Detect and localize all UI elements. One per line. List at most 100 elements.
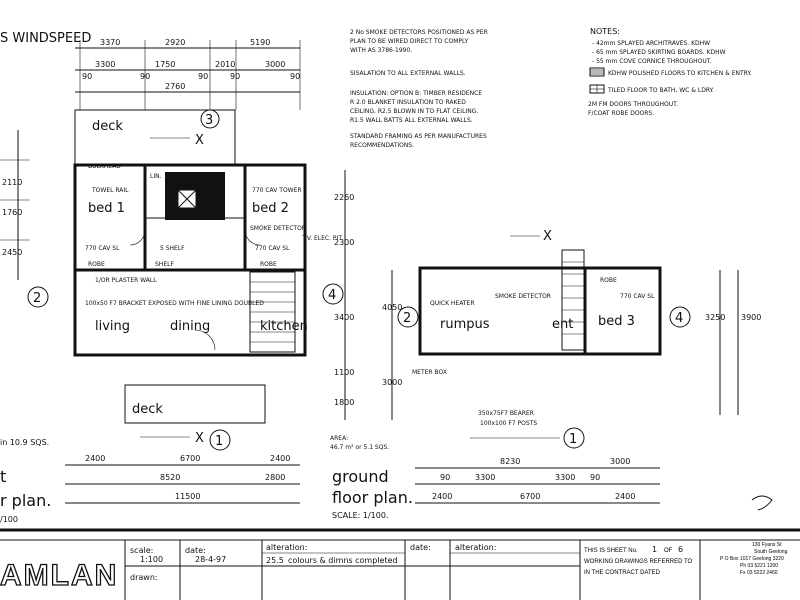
- note-insul-3: CEILING. R2.5 BLOWN IN TO FLAT CEILING.: [350, 108, 478, 115]
- note-smoke-det: SMOKE DETECTOR: [250, 225, 306, 232]
- room-deck-bottom: deck: [132, 402, 163, 417]
- dim-row3-1: 90: [82, 72, 92, 81]
- note-cav-tower: 770 CAV TOWER: [252, 187, 302, 194]
- gf-dim-left-2: 3000: [382, 378, 402, 387]
- dim-row2-4: 3000: [265, 60, 285, 69]
- note-smoke-2: PLAN TO BE WIRED DIRECT TO COMPLY: [350, 38, 469, 45]
- room-deck-top: deck: [92, 119, 123, 134]
- note-robe2: ROBE: [260, 261, 277, 268]
- grid-circle-4: 4: [328, 288, 336, 303]
- gf-dim-bottom-3: 2400: [615, 492, 635, 501]
- dim-bottom-1: 2400: [85, 454, 105, 463]
- room-dining: dining: [170, 319, 210, 334]
- dim-left-3: 2450: [2, 248, 22, 257]
- room-kitchen: kitchen: [260, 319, 308, 334]
- note-framing-1: STANDARD FRAMING AS PER MANUFACTURES: [350, 133, 487, 140]
- dim-top-2: 2920: [165, 38, 185, 47]
- tb-sheet-total: 6: [678, 545, 683, 554]
- gf-dim-bottom-2: 6700: [520, 492, 540, 501]
- gf-x-marker: X: [543, 229, 552, 244]
- grid-circle-1: 1: [215, 434, 223, 449]
- dim-bottom-3: 2400: [270, 454, 290, 463]
- gf-bearers: 350x75F7 BEARER: [478, 410, 534, 417]
- dim-right-2: 2300: [334, 238, 354, 247]
- gf-dim-right-1: 3250: [705, 313, 725, 322]
- note-insul-4: R1.5 WALL BATTS ALL EXTERNAL WALLS.: [350, 117, 473, 124]
- room-bed3: bed 3: [598, 314, 635, 329]
- dim-row2-2: 1750: [155, 60, 175, 69]
- room-ent: ent: [552, 317, 573, 332]
- ground-floor-plan: X rumpus ent bed 3 QUICK HEATER SMOKE DE…: [330, 229, 773, 520]
- tb-drawn-label: drawn:: [130, 573, 158, 582]
- left-circle-2: 2: [33, 291, 41, 306]
- note-doors-2: F/COAT ROBE DOORS.: [588, 110, 654, 117]
- signature-mark: [751, 495, 773, 511]
- tb-alteration-label-2: alteration:: [455, 543, 496, 552]
- legend-tiled: TILED FLOOR TO BATH, WC & LDRY.: [607, 87, 714, 94]
- dim-right-4: 1100: [334, 368, 354, 377]
- dim-bottom-4: 8520: [160, 473, 180, 482]
- tb-date-label-2: date:: [410, 543, 431, 552]
- gf-area-label: AREA:: [330, 435, 348, 442]
- dim-row3-5: 90: [290, 72, 300, 81]
- gf-grid-circle-2: 2: [403, 311, 411, 326]
- tb-alt-text: colours & dimns completed: [288, 556, 398, 565]
- gf-grid-circle-1: 1: [569, 432, 577, 447]
- dim-bottom-5: 2800: [265, 473, 285, 482]
- dim-bottom-2: 6700: [180, 454, 200, 463]
- grid-circle-3: 3: [205, 113, 213, 128]
- notes-heading: NOTES:: [590, 27, 620, 36]
- gf-dim-mid-2: 3300: [475, 473, 495, 482]
- note-cav-sl: 770 CAV SL: [85, 245, 120, 252]
- room-bed2: bed 2: [252, 201, 289, 216]
- gf-robe: ROBE: [600, 277, 617, 284]
- tb-address-5: Fx 03 5222 2460: [740, 570, 778, 576]
- dim-left-2: 1760: [2, 208, 22, 217]
- note-bracket: 100x50 F7 BRACKET EXPOSED WITH FINE LINI…: [85, 300, 264, 307]
- tb-date-value: 28-4-97: [195, 555, 226, 564]
- note-tv: T.V. ELEC. PIT: [301, 235, 342, 242]
- tb-sheet-line: THIS IS SHEET No.: [584, 548, 638, 554]
- note-sisalation: SISALATION TO ALL EXTERNAL WALLS.: [350, 70, 466, 77]
- tb-contract-line: IN THE CONTRACT DATED: [584, 570, 661, 576]
- note-insul-1: INSULATION: OPTION B: TIMBER RESIDENCE: [350, 90, 482, 97]
- stair: [249, 271, 296, 353]
- gf-quick-heater: QUICK HEATER: [430, 300, 474, 307]
- room-bed1: bed 1: [88, 201, 125, 216]
- notes-item-2: - 65 mm SPLAYED SKIRTING BOARDS. KDHW: [592, 49, 726, 56]
- note-plaster-wall: 1/OR PLASTER WALL: [95, 277, 157, 284]
- dim-row2-3: 2010: [215, 60, 235, 69]
- title-block: AMLAN scale: 1:100 date: 28-4-97 alterat…: [0, 528, 800, 600]
- tb-date-label: date:: [185, 546, 206, 555]
- dim-bottom-6: 11500: [175, 492, 200, 501]
- notes-item-1: - 42mm SPLAYED ARCHITRAVES. KDHW: [592, 40, 710, 47]
- dim-row3-3: 90: [198, 72, 208, 81]
- gf-scale: SCALE: 1/100.: [332, 511, 388, 520]
- dim-right-3: 3400: [334, 313, 354, 322]
- note-cav-sl2: 770 CAV SL: [255, 245, 290, 252]
- brand-logo: AMLAN: [0, 559, 118, 592]
- left-scale: /100: [0, 515, 18, 524]
- dim-right-5: 1800: [334, 398, 354, 407]
- gf-cav-sl: 770 CAV SL: [620, 293, 655, 300]
- left-plan-title-2: r plan.: [0, 491, 51, 510]
- tb-address-4: Ph 03 5221 1200: [740, 563, 778, 569]
- gf-meter-box: METER BOX: [412, 369, 447, 376]
- gf-title-1: ground: [332, 467, 389, 486]
- note-doors-1: 2M FM DOORS THROUGHOUT.: [588, 101, 678, 108]
- note-smoke-1: 2 No SMOKE DETECTORS POSITIONED AS PER: [350, 29, 488, 36]
- gf-grid-circle-4: 4: [675, 311, 683, 326]
- gf-title-2: floor plan.: [332, 488, 413, 507]
- tb-sheet-of: OF: [664, 548, 673, 554]
- note-bulkhead: BULKHEAD: [88, 163, 121, 170]
- room-living: living: [95, 319, 130, 334]
- note-towel-rail: TOWEL RAIL: [91, 187, 129, 194]
- note-insul-2: R 2.0 BLANKET INSULATION TO RAKED: [350, 99, 466, 106]
- gf-posts: 100x100 F7 POSTS: [480, 420, 537, 427]
- tb-scale-value: 1:100: [140, 555, 163, 564]
- gf-dim-top-2: 3000: [610, 457, 630, 466]
- gf-dim-mid-3: 3300: [555, 473, 575, 482]
- tb-alt-date: 25.5: [266, 556, 284, 565]
- left-plan-title-1: t: [0, 467, 6, 486]
